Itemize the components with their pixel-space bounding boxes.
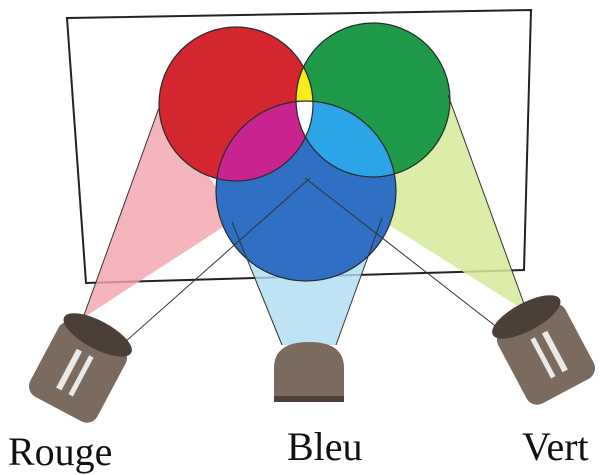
projector-center-icon [274,342,344,402]
label-vert: Vert [522,427,589,467]
projector-left-icon [25,305,138,427]
label-bleu: Bleu [287,427,363,467]
projector-right-icon [486,287,599,409]
label-rouge: Rouge [8,432,112,472]
